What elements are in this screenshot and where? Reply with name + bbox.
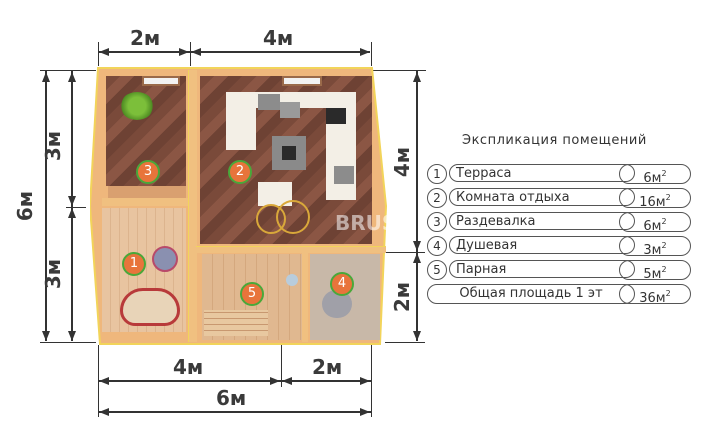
arrow-icon [270, 377, 280, 385]
wall [302, 252, 308, 342]
window [142, 76, 180, 86]
floor-plan: BRUS 3 2 1 5 4 [90, 66, 396, 346]
row-number: 1 [427, 164, 447, 184]
row-area: 6м2 [619, 212, 691, 234]
hanging-chair [120, 288, 180, 326]
arrow-icon [99, 48, 109, 56]
plant-icon [120, 92, 154, 120]
dim-bottom-2m: 2м [312, 355, 343, 379]
row-name: Раздевалка [449, 212, 635, 230]
bottom-dim-tick-right [371, 345, 372, 417]
bottom-dim-line-2 [99, 411, 371, 413]
total-name: Общая площадь 1 эт [427, 284, 635, 304]
row-number: 4 [427, 236, 447, 256]
window [282, 76, 322, 86]
arrow-icon [360, 48, 370, 56]
arrow-icon [191, 48, 201, 56]
arrow-icon [68, 331, 76, 341]
arrow-icon [413, 72, 421, 82]
right-dim-tick-top [372, 70, 426, 71]
bottom-dim-tick-mid [281, 345, 282, 387]
right-dim-tick-mid [385, 252, 425, 253]
total-area: 36м2 [619, 284, 691, 306]
row-area: 3м2 [619, 236, 691, 258]
dim-left-3m-bottom: 3м [41, 258, 66, 290]
row-name: Терраса [449, 164, 635, 182]
arrow-icon [68, 208, 76, 218]
watermark-text: BRUS [335, 211, 397, 235]
arrow-icon [99, 377, 109, 385]
arrow-icon [413, 241, 421, 251]
left-dim-tick-mid [66, 207, 86, 208]
dim-bottom-4m: 4м [173, 355, 204, 379]
arrow-icon [360, 377, 370, 385]
dim-bottom-6m: 6м [216, 386, 247, 410]
row-name: Парная [449, 260, 635, 278]
arrow-icon [413, 331, 421, 341]
watermark-logo-icon [276, 200, 310, 234]
top-dim-tick-right [371, 42, 372, 66]
pillow [280, 102, 300, 118]
sauna-bench [204, 310, 268, 336]
row-number: 2 [427, 188, 447, 208]
left-dim-tick-bottom [40, 342, 96, 343]
top-dim-line [98, 51, 370, 53]
round-window [152, 246, 178, 272]
wall [196, 246, 386, 253]
room-badge-1: 1 [122, 252, 146, 276]
arrow-icon [360, 408, 370, 416]
row-name: Душевая [449, 236, 635, 254]
room-badge-3: 3 [136, 160, 160, 184]
pillow [326, 108, 346, 124]
arrow-icon [42, 331, 50, 341]
arrow-icon [179, 48, 189, 56]
right-dim-tick-bottom [385, 342, 425, 343]
row-area: 16м2 [619, 188, 691, 210]
dim-top-4m: 4м [263, 26, 294, 50]
bottom-dim-line-1 [99, 380, 371, 382]
row-area: 6м2 [619, 164, 691, 186]
left-dim-line-6m [45, 71, 47, 341]
row-name: Комната отдыха [449, 188, 635, 206]
row-number: 5 [427, 260, 447, 280]
row-area: 5м2 [619, 260, 691, 282]
explication-title: Экспликация помещений [462, 133, 647, 148]
wall [102, 198, 188, 206]
sauna-stove [286, 274, 298, 286]
bottom-dim-tick-left [98, 345, 99, 417]
room-badge-4: 4 [330, 272, 354, 296]
right-dim-line [416, 71, 418, 341]
room-badge-5: 5 [240, 282, 264, 306]
arrow-icon [68, 196, 76, 206]
sofa [226, 92, 256, 150]
left-dim-tick-top [40, 70, 96, 71]
dim-left-3m-top: 3м [41, 130, 66, 162]
wall [188, 70, 197, 342]
left-dim-line-3m [71, 71, 73, 341]
fireplace-center [282, 146, 296, 160]
room-badge-2: 2 [228, 160, 252, 184]
top-dim-tick-mid [190, 42, 191, 66]
dim-right-4m: 4м [390, 146, 415, 178]
arrow-icon [99, 408, 109, 416]
arrow-icon [42, 72, 50, 82]
pillow [334, 166, 354, 184]
pillow [258, 94, 280, 110]
top-dim-tick-left [98, 42, 99, 66]
row-number: 3 [427, 212, 447, 232]
dim-left-6m: 6м [13, 190, 38, 222]
dim-right-2m: 2м [390, 281, 415, 313]
arrow-icon [68, 72, 76, 82]
dim-top-2m: 2м [130, 26, 161, 50]
arrow-icon [282, 377, 292, 385]
arrow-icon [413, 253, 421, 263]
